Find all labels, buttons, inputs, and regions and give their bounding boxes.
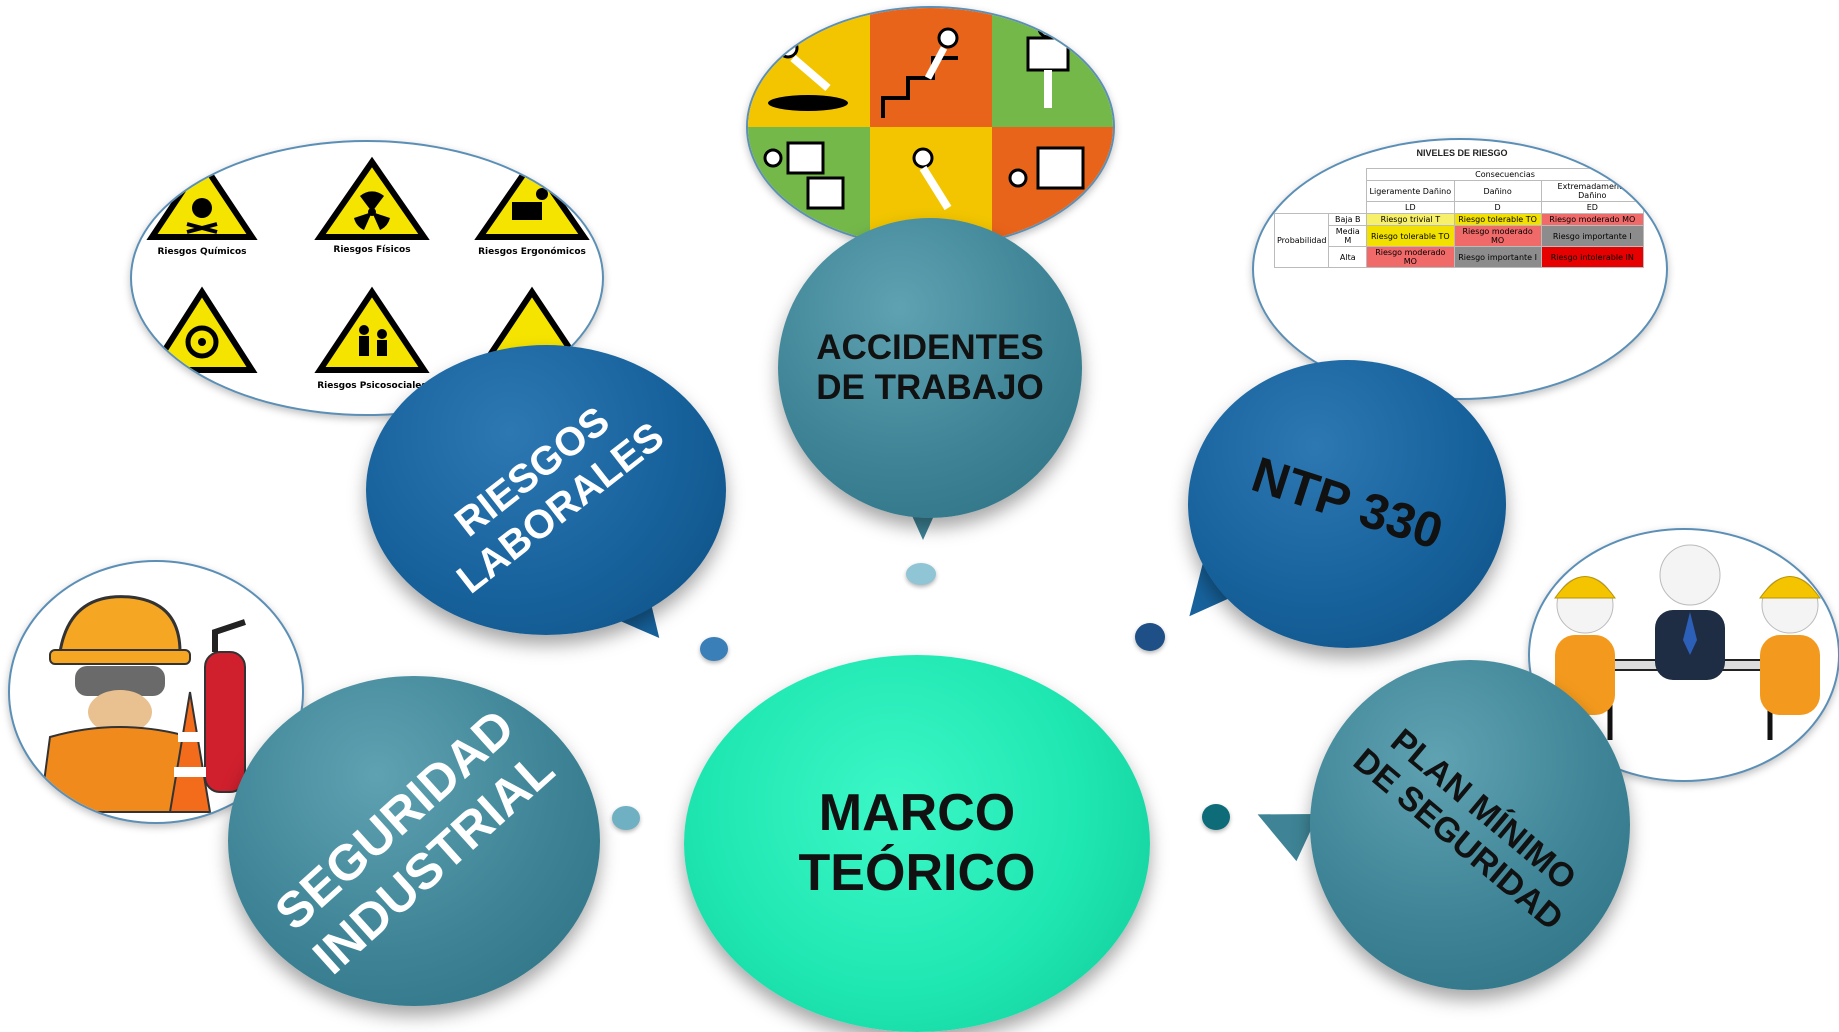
worker-right-icon (1759, 576, 1821, 715)
risk-table: Consecuencias Ligeramente Dañino Dañino … (1273, 168, 1645, 268)
row-name: Media (1335, 227, 1360, 236)
teorico-label: TEÓRICO (798, 843, 1036, 902)
businessman-icon (1655, 544, 1725, 680)
bubble-plan-minimo-de-seguridad: PLAN MÍNIMO DE SEGURIDAD (1310, 660, 1630, 990)
label-ergonomicos: Riesgos Ergonómicos (478, 246, 586, 257)
row-code: M (1344, 236, 1352, 245)
radiation-sign-icon (314, 156, 430, 240)
biohazard-sign-icon (146, 286, 258, 373)
tail-plan (1246, 790, 1319, 862)
probabilidad-header: Probabilidad (1273, 213, 1330, 268)
risk-cell: Riesgo trivial T (1366, 213, 1455, 226)
connector-dot-seguridad (612, 806, 640, 830)
safety-worker-image (8, 560, 304, 824)
connector-dot-accidentes (906, 563, 936, 585)
risk-cell: Riesgo tolerable TO (1366, 225, 1455, 247)
risk-cell: Riesgo importante I (1540, 225, 1645, 247)
connector-dot-riesgos (700, 637, 728, 661)
risk-cell: Riesgo moderado MO (1366, 246, 1455, 268)
risk-cell: Riesgo moderado MO (1453, 225, 1542, 247)
ergonomic-sign-icon (474, 156, 590, 240)
traffic-cone-icon (168, 691, 212, 813)
hazard-signs-svg: Riesgos Químicos Riesgos Físicos Riesgos… (146, 156, 590, 391)
row-name: Alta (1339, 252, 1356, 262)
seguridad-industrial-label: SEGURIDAD INDUSTRIAL (264, 697, 564, 984)
risk-cell: Riesgo tolerable TO (1453, 213, 1542, 226)
connector-dot-plan (1202, 804, 1230, 830)
struck-by-object-icon (1008, 146, 1085, 190)
bubble-ntp-330: NTP 330 (1188, 360, 1506, 648)
consecuencias-header: Consecuencias (1366, 168, 1644, 181)
worker-extinguisher-svg (38, 595, 246, 813)
row-code: B (1355, 215, 1361, 224)
accidentes-de-trabajo-label: ACCIDENTES DE TRABAJO (816, 327, 1044, 407)
bubble-marco-teorico: MARCO TEÓRICO (684, 655, 1150, 1032)
col-header: Extremadamente Dañino (1540, 180, 1645, 202)
col-header: Dañino (1453, 180, 1542, 202)
col-code: D (1453, 201, 1542, 214)
bubble-accidentes-de-trabajo: ACCIDENTES DE TRABAJO (778, 218, 1082, 518)
marco-label: MARCO (818, 783, 1016, 842)
col-code: ED (1540, 201, 1645, 214)
label-fisicos: Riesgos Físicos (333, 245, 410, 255)
hazard-signs-image: Riesgos Químicos Riesgos Físicos Riesgos… (130, 140, 604, 416)
bubble-riesgos-laborales: RIESGOS LABORALES (366, 345, 726, 635)
accident-tiles-svg (748, 8, 1113, 246)
risk-cell: Riesgo moderado MO (1540, 213, 1645, 226)
worker-left-icon (1554, 576, 1616, 715)
connector-dot-ntp (1135, 623, 1165, 651)
col-header: Ligeramente Dañino (1366, 180, 1455, 202)
row-name: Baja (1334, 215, 1353, 224)
label-psicosociales: Riesgos Psicosociales (317, 381, 427, 391)
fire-extinguisher-icon (204, 619, 246, 793)
plan-minimo-label: PLAN MÍNIMO DE SEGURIDAD (1345, 721, 1583, 938)
falling-boxes-icon (763, 141, 845, 210)
ntp-330-text: NTP 330 (1245, 446, 1450, 561)
meeting-people-svg (1554, 544, 1821, 740)
risk-cell: Riesgo intolerable IN (1540, 246, 1645, 268)
stairs-fall-icon (881, 27, 959, 118)
col-code: LD (1366, 201, 1455, 214)
psychosocial-sign-icon (314, 286, 430, 373)
bubble-seguridad-industrial: SEGURIDAD INDUSTRIAL (228, 676, 600, 1006)
risk-levels-image: NIVELES DE RIESGO Consecuencias Ligerame… (1252, 138, 1668, 400)
risk-cell: Riesgo importante I (1453, 246, 1542, 268)
label-quimicos: Riesgos Químicos (157, 247, 246, 257)
risk-table-title: NIVELES DE RIESGO (1416, 148, 1508, 158)
hard-hat-worker-icon (38, 595, 202, 813)
riesgos-laborales-label: RIESGOS LABORALES (446, 398, 672, 603)
toxic-sign-icon (146, 156, 258, 240)
accident-types-image (746, 6, 1115, 248)
